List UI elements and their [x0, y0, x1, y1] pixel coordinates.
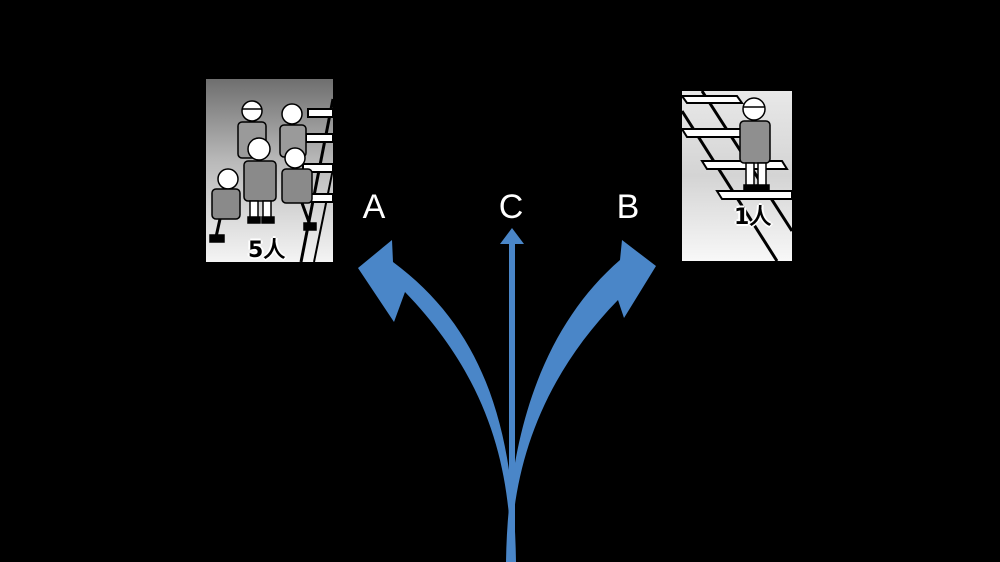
- arrow-a: [358, 240, 516, 562]
- choice-label-c: C: [498, 188, 524, 226]
- illustration-one-worker: 1人: [681, 90, 793, 262]
- one-worker-drawing: [682, 91, 792, 261]
- illustration-five-workers: 5人: [205, 78, 334, 263]
- worker-count-one: 1人: [734, 205, 772, 230]
- worker-count-five: 5人: [248, 238, 286, 263]
- five-workers-drawing: [209, 98, 333, 262]
- choice-label-a: A: [362, 188, 386, 226]
- choice-label-b: B: [616, 188, 640, 226]
- arrow-b: [506, 240, 656, 562]
- arrow-c: [500, 228, 524, 562]
